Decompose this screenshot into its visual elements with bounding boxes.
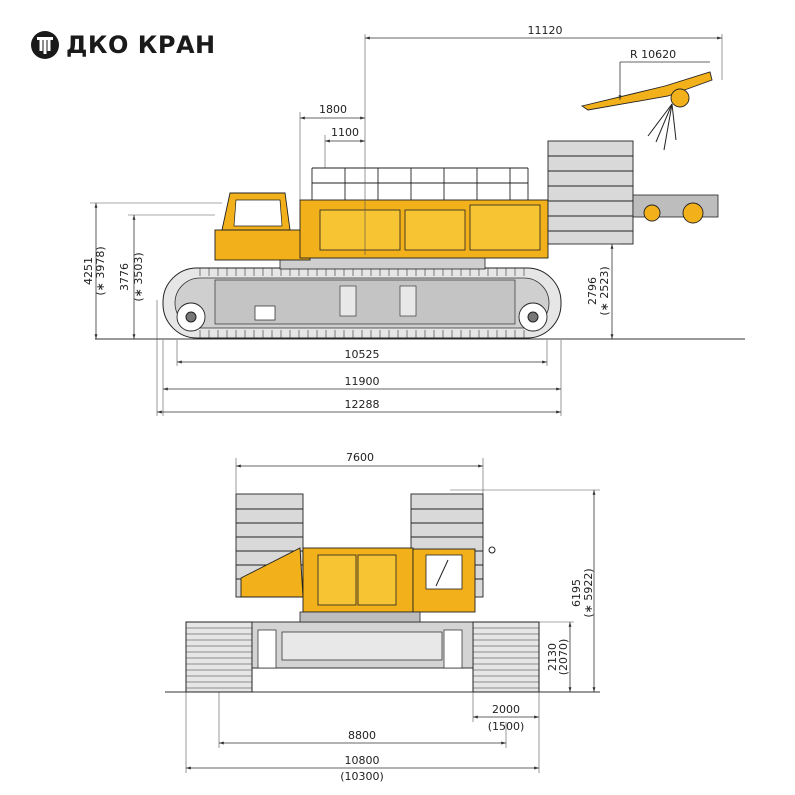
dim-1100: 1100: [331, 126, 359, 139]
winch-cover: [404, 209, 466, 251]
dim-overall-radius: 11120: [528, 24, 563, 37]
dim-1800: 1800: [319, 103, 347, 116]
side-crawler: [162, 267, 562, 339]
carbody-panel: [339, 285, 357, 317]
dim-height-cab-alt: (∗ 3978): [94, 246, 107, 295]
sprocket-hub: [527, 311, 539, 323]
crane-logo-icon: [31, 31, 59, 59]
brand-logo: ДКО КРАН: [30, 28, 216, 62]
crawler-treads: [186, 627, 539, 689]
engine-cover: [319, 209, 401, 251]
front-crawlers: [185, 621, 540, 693]
boom-pivot: [682, 202, 704, 224]
dim-overall-width-alt: (10300): [340, 770, 384, 783]
dim-total-height-alt: (∗ 5922): [582, 568, 595, 617]
derrick-beam: [580, 71, 713, 111]
dim-height-counterweight-alt: (∗ 2523): [598, 266, 611, 315]
carbody-centre: [281, 631, 443, 661]
front-dimensions: 7600 6195 (∗ 5922) 2130 (2070) 2000 (150…: [185, 451, 600, 783]
walkway-railing: [311, 167, 529, 200]
dim-track-length: 11900: [345, 375, 380, 388]
dim-track-gauge: 8800: [348, 729, 376, 742]
dim-track-height-alt: (2070): [557, 639, 570, 676]
counterweight-stack: [547, 140, 634, 245]
mast-pivot: [643, 204, 661, 222]
dim-track-height: 2130: [546, 643, 559, 671]
slewing-base: [299, 611, 421, 623]
pendant-lines: [647, 103, 677, 151]
dim-tail-radius: R 10620: [630, 48, 676, 61]
dim-overall-width: 10800: [345, 754, 380, 767]
counterweight: [547, 140, 634, 245]
front-superstructure: [299, 546, 496, 623]
cab-window: [233, 199, 283, 227]
access-ladder: [443, 629, 463, 669]
cab-base: [214, 229, 311, 261]
right-crawler: [472, 621, 540, 693]
brand-name: ДКО КРАН: [66, 31, 216, 59]
dim-height-counterweight: 2796: [586, 277, 599, 305]
rear-housing: [469, 204, 541, 251]
dim-height-deck: 3776: [118, 263, 131, 291]
dim-overall-length: 12288: [345, 398, 380, 411]
dim-track-width: 2000: [492, 703, 520, 716]
derrick-pivot: [670, 88, 690, 108]
idler-hub: [185, 311, 197, 323]
front-view: 7600 6195 (∗ 5922) 2130 (2070) 2000 (150…: [165, 451, 600, 783]
step-box: [254, 305, 276, 321]
dim-height-cab: 4251: [82, 257, 95, 285]
dim-counterweight-span: 7600: [346, 451, 374, 464]
access-ladder: [257, 629, 277, 669]
engine-block: [317, 554, 357, 606]
track-treads: [199, 268, 525, 338]
left-crawler: [185, 621, 253, 693]
front-cab-window: [425, 554, 463, 590]
dim-track-ground: 10525: [345, 348, 380, 361]
winch-block: [357, 554, 397, 606]
carbody-panel: [399, 285, 417, 317]
dim-total-height: 6195: [570, 579, 583, 607]
dim-height-deck-alt: (∗ 3503): [132, 252, 145, 301]
side-view: 11120 R 10620 1800 1100 4251 (∗ 3978) 37…: [82, 24, 745, 416]
superstructure: [214, 71, 719, 261]
side-dimensions: 11120 R 10620 1800 1100 4251 (∗ 3978) 37…: [82, 24, 723, 416]
beacon-light: [488, 546, 496, 554]
